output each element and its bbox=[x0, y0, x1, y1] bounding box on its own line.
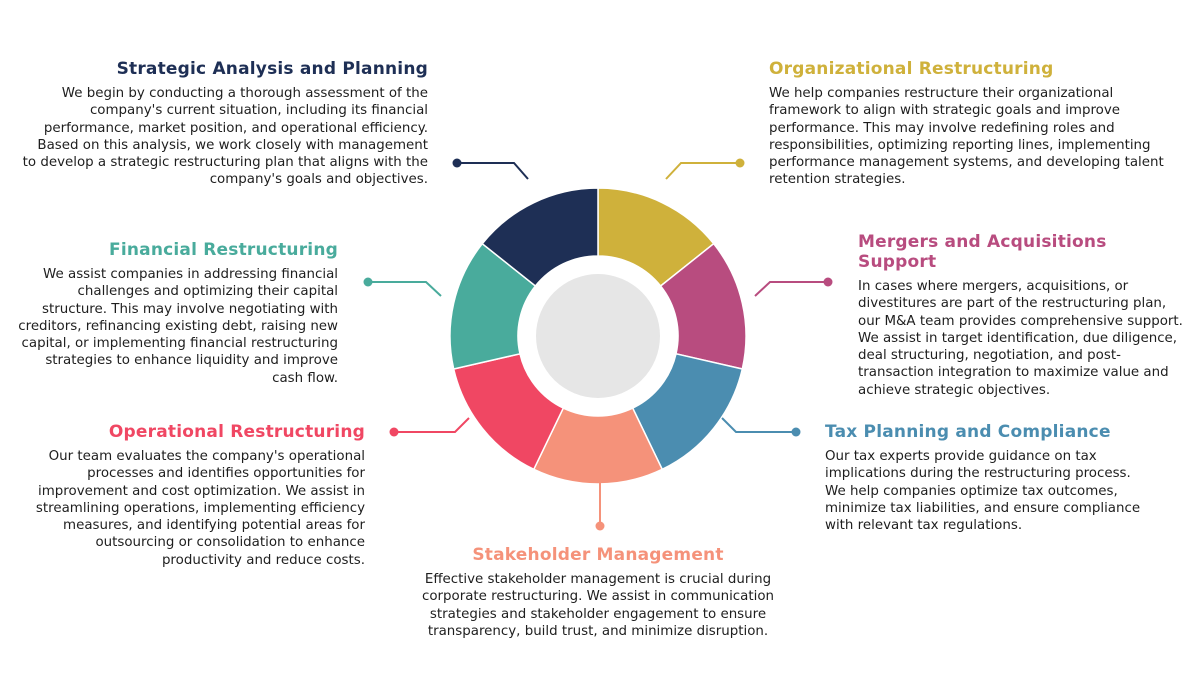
connector-financial bbox=[368, 281, 442, 297]
connector-dot-mergers bbox=[823, 277, 833, 287]
connector-dot-stakeholder bbox=[595, 521, 605, 531]
connector-dot-organizational bbox=[735, 158, 745, 168]
financial-text: We assist companies in addressing financ… bbox=[18, 267, 338, 386]
mergers-title: Mergers and Acquisitions Support bbox=[858, 232, 1107, 272]
operational-block: Operational Restructuring Our team evalu… bbox=[20, 422, 365, 569]
operational-text: Our team evaluates the company's operati… bbox=[35, 449, 365, 568]
connector-organizational bbox=[665, 162, 740, 180]
financial-block: Financial Restructuring We assist compan… bbox=[14, 240, 338, 387]
strategic-block: Strategic Analysis and Planning We begin… bbox=[22, 59, 428, 189]
connector-dot-tax bbox=[791, 427, 801, 437]
connector-dot-operational bbox=[389, 427, 399, 437]
tax-title: Tax Planning and Compliance bbox=[825, 422, 1111, 442]
tax-text: Our tax experts provide guidance on tax … bbox=[825, 449, 1141, 534]
stakeholder-title: Stakeholder Management bbox=[472, 545, 724, 565]
connector-tax bbox=[721, 417, 796, 433]
connector-dot-financial bbox=[363, 277, 373, 287]
organizational-title: Organizational Restructuring bbox=[769, 59, 1054, 79]
connector-dot-strategic bbox=[452, 158, 462, 168]
connector-mergers bbox=[754, 281, 828, 297]
mergers-block: Mergers and Acquisitions Support In case… bbox=[858, 232, 1190, 399]
connector-strategic bbox=[457, 162, 529, 180]
stakeholder-text: Effective stakeholder management is cruc… bbox=[421, 572, 775, 639]
connector-operational bbox=[394, 417, 470, 433]
strategic-text: We begin by conducting a thorough assess… bbox=[22, 86, 428, 188]
wheel-center-circle bbox=[536, 274, 660, 398]
financial-title: Financial Restructuring bbox=[109, 240, 338, 260]
strategic-title: Strategic Analysis and Planning bbox=[116, 59, 428, 79]
operational-title: Operational Restructuring bbox=[108, 422, 365, 442]
organizational-text: We help companies restructure their orga… bbox=[769, 86, 1164, 188]
stakeholder-block: Stakeholder Management Effective stakeho… bbox=[400, 545, 796, 640]
organizational-block: Organizational Restructuring We help com… bbox=[769, 59, 1169, 189]
mergers-text: In cases where mergers, acquisitions, or… bbox=[858, 279, 1183, 398]
segment-strategic bbox=[481, 187, 599, 288]
tax-block: Tax Planning and Compliance Our tax expe… bbox=[825, 422, 1155, 534]
